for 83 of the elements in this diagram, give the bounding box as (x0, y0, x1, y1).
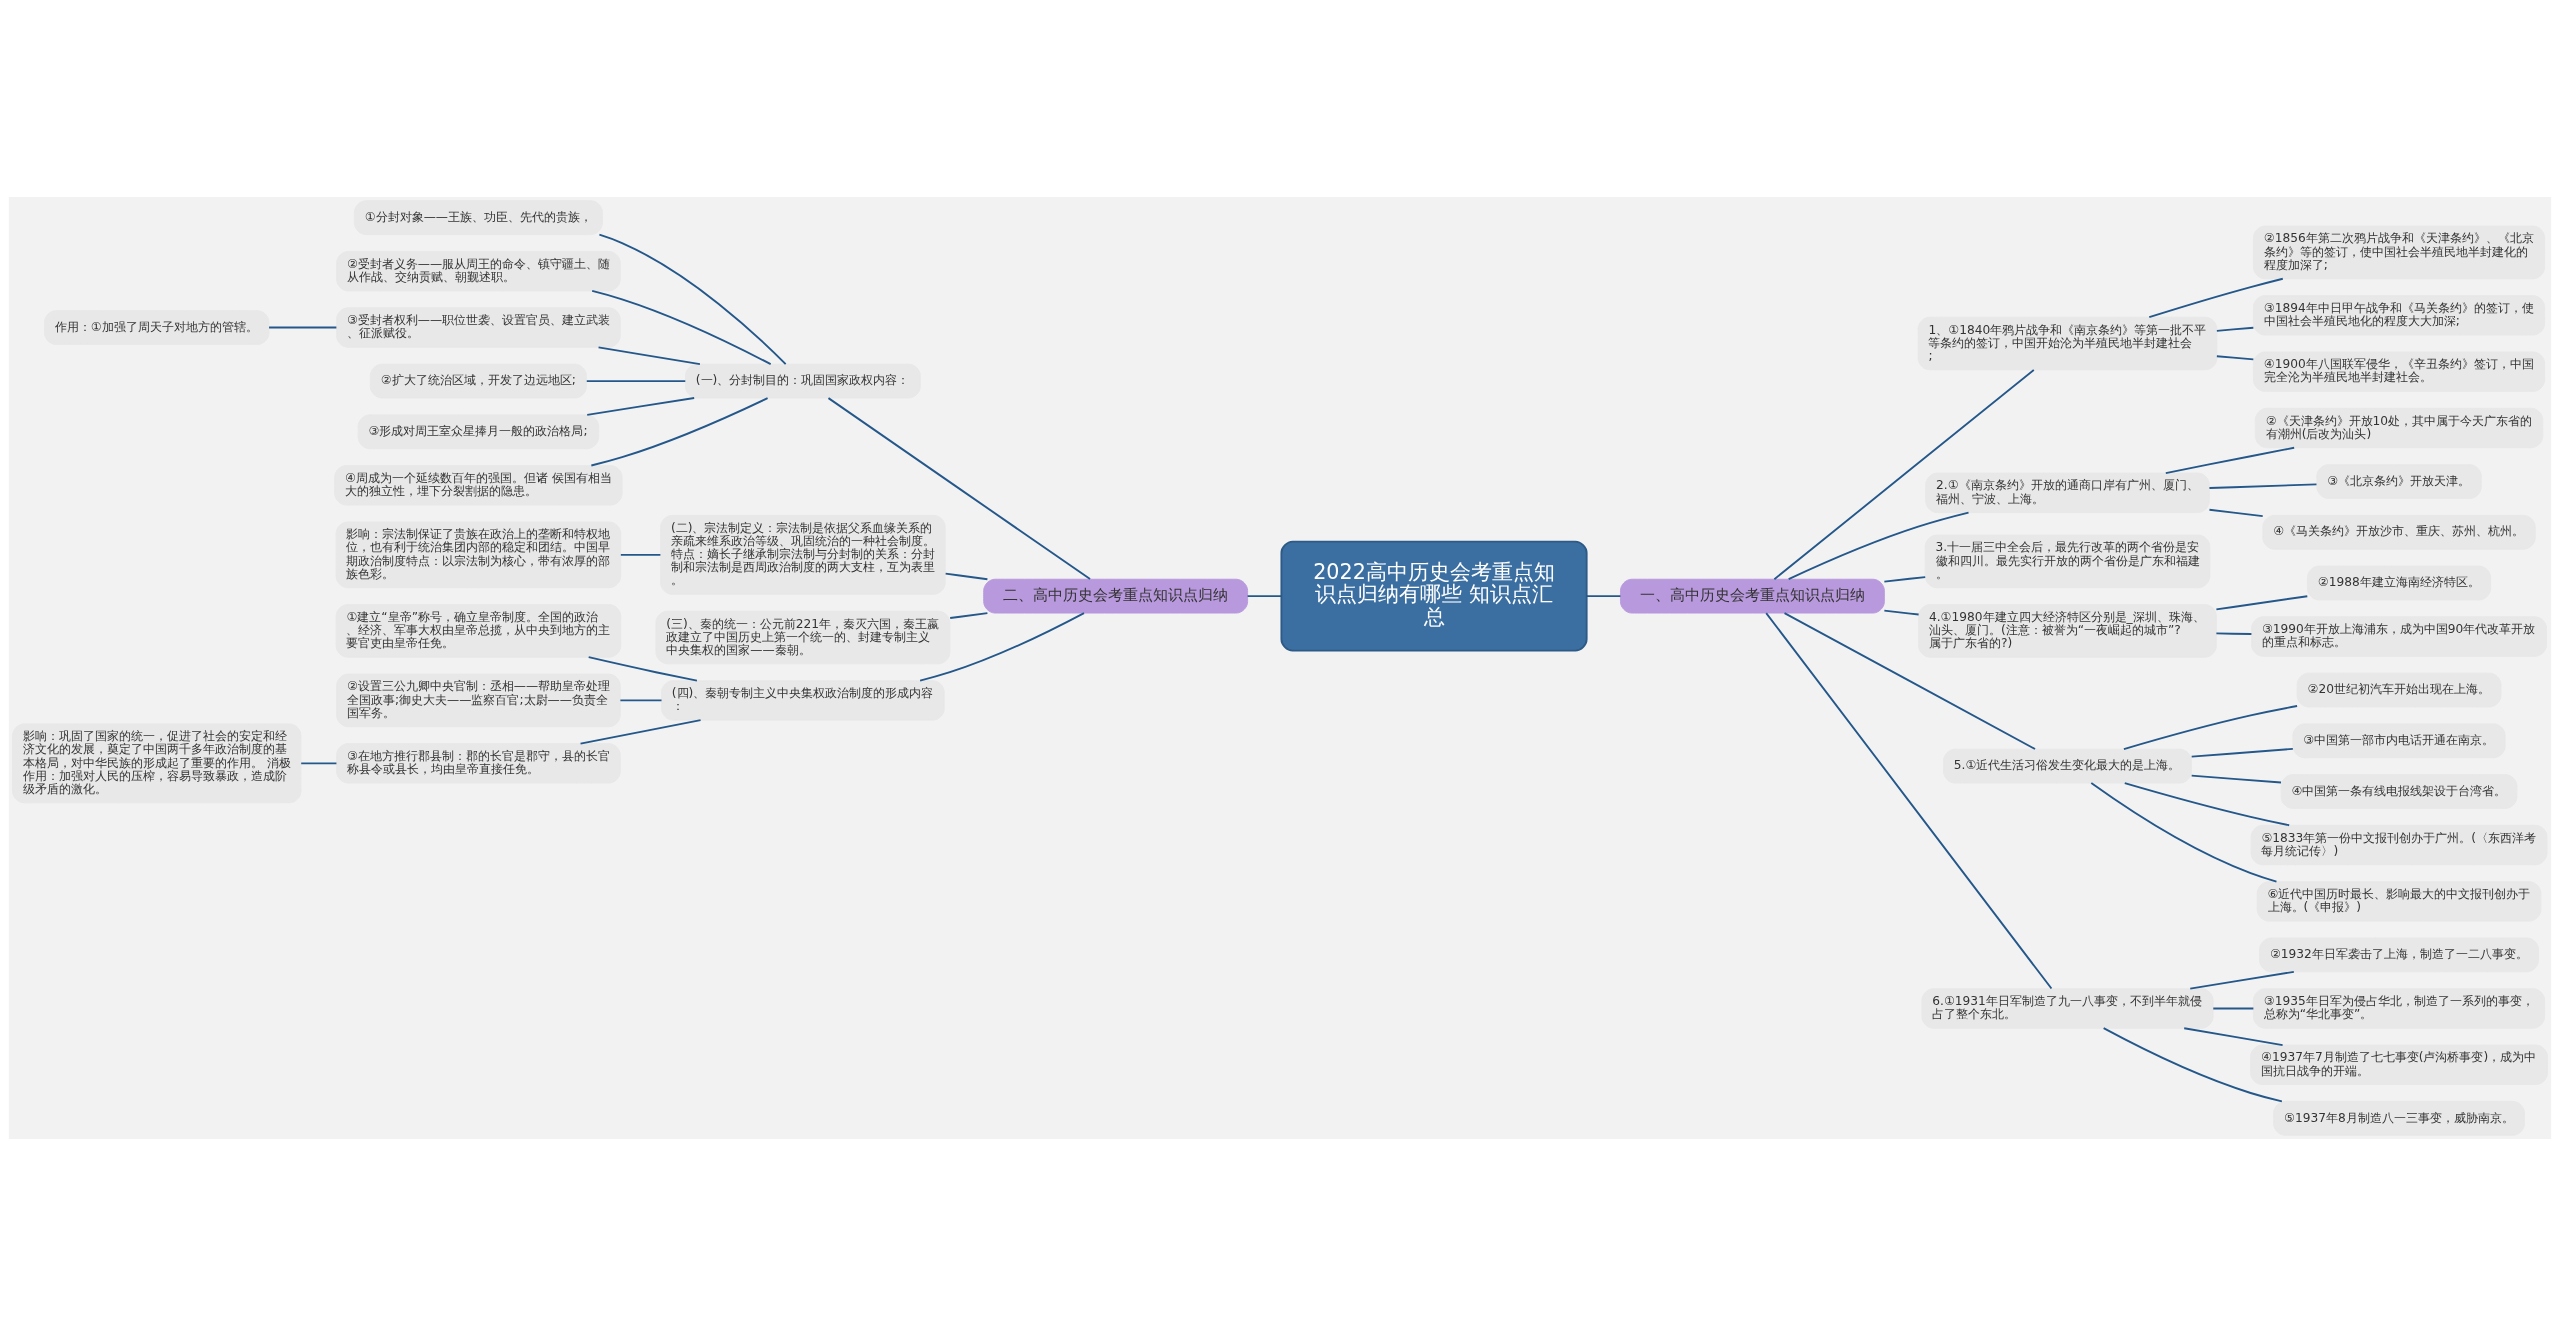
node-box: ②20世纪初汽车开始出现在上海。 (2296, 672, 2502, 707)
node-box: ⑤1833年第一份中文报刊创办于广州。(〈东西洋考每月统记传〉) (2250, 824, 2548, 865)
connector (590, 396, 769, 466)
connector (1783, 611, 2036, 750)
connector (2215, 354, 2255, 360)
node-box: ③形成对周王室众星捧月一般的政治格局; (357, 413, 600, 449)
connector (597, 345, 701, 365)
node-box: ②《天津条约》开放10处，其中属于今天广东省的有潮州(后改为汕头) (2254, 407, 2544, 448)
connector (949, 611, 989, 619)
node-box: ②1856年第二次鸦片战争和《天津条约》、《北京条约》等的签订，使中国社会半殖民地半封建化的程度加深了; (2253, 225, 2546, 279)
node-box: 1、①1840年鸦片战争和《南京条约》等第一批不平等条约的签订，中国开始沦为半殖民地半封建社会; (1917, 316, 2218, 370)
node-box: ③在地方推行郡县制：郡的长官是郡守，县的长官称县令或县长，均由皇帝直接任免。 (336, 742, 621, 783)
node-box: ②设置三公九卿中央官制：丞相——帮助皇帝处理全国政事;御史大夫——监察百官;太尉——负责全国军务。 (336, 673, 621, 727)
node-box: ④中国第一条有线电报线架设于台湾省。 (2280, 773, 2518, 809)
connector (619, 553, 662, 556)
connector (2123, 781, 2291, 826)
node-box: (四)、秦朝专制主义中央集权政治制度的形成内容： (661, 679, 945, 721)
connector (2215, 326, 2255, 332)
connector (919, 611, 1085, 682)
node-box: 4.①1980年建立四大经济特区分别是_深圳、珠海、汕头、厦门。(注意：被誉为“一夜崛起的城市”?属于广东省的?) (1918, 603, 2217, 658)
node-box: 一、高中历史会考重点知识点归纳 (1620, 578, 1885, 614)
connector (598, 233, 787, 365)
node-box: ④1937年7月制造了七七事变(卢沟桥事变)，成为中国抗日战争的开端。 (2250, 1044, 2548, 1085)
connector (2212, 1007, 2255, 1009)
node-box: ②扩大了统治区域，开发了边远地区; (369, 363, 587, 398)
node-box: 2.①《南京条约》开放的通商口岸有广州、厦门、福州、宁波、上海。 (1925, 472, 2210, 513)
connector (2189, 970, 2295, 990)
node-box: 二、高中历史会考重点知识点归纳 (983, 578, 1249, 614)
node-box: ②1988年建立海南经济特区。 (2307, 565, 2492, 600)
connector (1585, 594, 1622, 597)
connector (2122, 704, 2299, 750)
node-box: ③1990年开放上海浦东，成为中国90年代改革开放的重点和标志。 (2251, 615, 2547, 657)
node-box: 影响：巩固了国家的统一，促进了社会的安定和经济文化的发展，奠定了中国两千多年政治制度的基本格局，对中华民族的形成起了重要的作用。 消极作用：加强对人民的压榨，容易导致暴政，造成阶级矛盾的激化。 (12, 722, 302, 803)
connector (586, 396, 696, 416)
connector (1787, 511, 1970, 580)
connector (2208, 482, 2318, 489)
connector (1773, 368, 2035, 580)
connector (587, 655, 698, 682)
node-box: ④周成为一个延续数百年的强国。但诸 侯国有相当大的独立性，埋下分裂割据的隐患。 (334, 464, 623, 506)
connector (1246, 594, 1283, 597)
node-box: (一)、分封制目的：巩固国家政权内容： (685, 363, 921, 398)
node-box: 影响：宗法制保证了贵族在政治上的垄断和特权地位，也有利于统治集团内部的稳定和团结。中国早期政治制度特点：以宗法制为核心，带有浓厚的部族色彩。 (335, 521, 622, 588)
node-box: ④《马关条约》开放沙市、重庆、苏州、杭州。 (2262, 514, 2536, 550)
connector (2208, 508, 2264, 517)
node-box: 2022高中历史会考重点知识点归纳有哪些 知识点汇总 (1280, 540, 1588, 652)
node-box: ③受封者权利——职位世袭、设置官员、建立武装、征派赋役。 (336, 306, 621, 348)
connector (300, 761, 338, 764)
connector (1883, 575, 1927, 583)
node-box: ④1900年八国联军侵华，《辛丑条约》签订，中国完全沦为半殖民地半封建社会。 (2253, 351, 2546, 392)
node-box: ②1932年日军袭击了上海，制造了一二八事变。 (2259, 937, 2539, 972)
connector (827, 396, 1091, 580)
node-box: ③1894年中日甲午战争和《马关条约》的签订，使中国社会半殖民地化的程度大大加深; (2253, 294, 2546, 336)
connector (268, 326, 338, 328)
connector (2190, 774, 2282, 783)
connector (2090, 781, 2278, 883)
connector (2148, 277, 2284, 318)
connector (591, 289, 772, 365)
connector (619, 698, 663, 701)
node-box: ⑤1937年8月制造八一三事变，威胁南京。 (2273, 1100, 2525, 1136)
node-box: (二)、宗法制定义：宗法制是依据父系血缘关系的亲疏来维系政治等级、巩固统治的一种社会制度。特点：嫡长子继承制宗法制与分封制的关系：分封制和宗法制是西周政治制度的两大支柱，互为表里。 (660, 514, 946, 595)
node-box: ③1935年日军为侵占华北，制造了一系列的事变，总称为“华北事变”。 (2253, 987, 2546, 1029)
connector (1883, 609, 1920, 615)
node-box: ⑥近代中国历时最长、影响最大的中文报刊创办于上海。(《申报》) (2256, 880, 2542, 922)
node-box: 6.①1931年日军制造了九一八事变，不到半年就侵占了整个东北。 (1921, 987, 2214, 1029)
node-box: ①分封对象——王族、功臣、先代的贵族， (353, 199, 603, 235)
connector (2102, 1026, 2283, 1102)
node-box: 5.①近代生活习俗发生变化最大的是上海。 (1943, 748, 2192, 783)
node-box: ③中国第一部市内电话开通在南京。 (2292, 722, 2506, 758)
connector (579, 718, 702, 745)
node-box: (三)、秦的统一：公元前221年，秦灭六国，秦王嬴政建立了中国历史上第一个统一的、封建专制主义中央集权的国家——秦朝。 (655, 610, 951, 664)
connector (2164, 446, 2296, 474)
node-box: ②受封者义务——服从周王的命令、镇守疆土、随从作战、交纳贡赋、朝觐述职。 (336, 250, 621, 291)
connector (944, 572, 989, 580)
connector (2215, 594, 2309, 610)
connector (585, 379, 687, 382)
connector (1765, 611, 2053, 989)
node-box: ①建立“皇帝”称号，确立皇帝制度。全国的政治、经济、军事大权由皇帝总揽，从中央到地方的主要官吏由皇帝任免。 (335, 603, 622, 658)
node-box: ③《北京条约》开放天津。 (2316, 463, 2482, 499)
node-box: 3.十一届三中全会后，最先行改革的两个省份是安徽和四川。最先实行开放的两个省份是广东和福建。 (1924, 534, 2211, 588)
node-box: 作用：①加强了周天子对地方的管辖。 (44, 309, 270, 345)
connector (2215, 632, 2253, 635)
connector (2190, 747, 2294, 758)
connector (2183, 1026, 2284, 1046)
